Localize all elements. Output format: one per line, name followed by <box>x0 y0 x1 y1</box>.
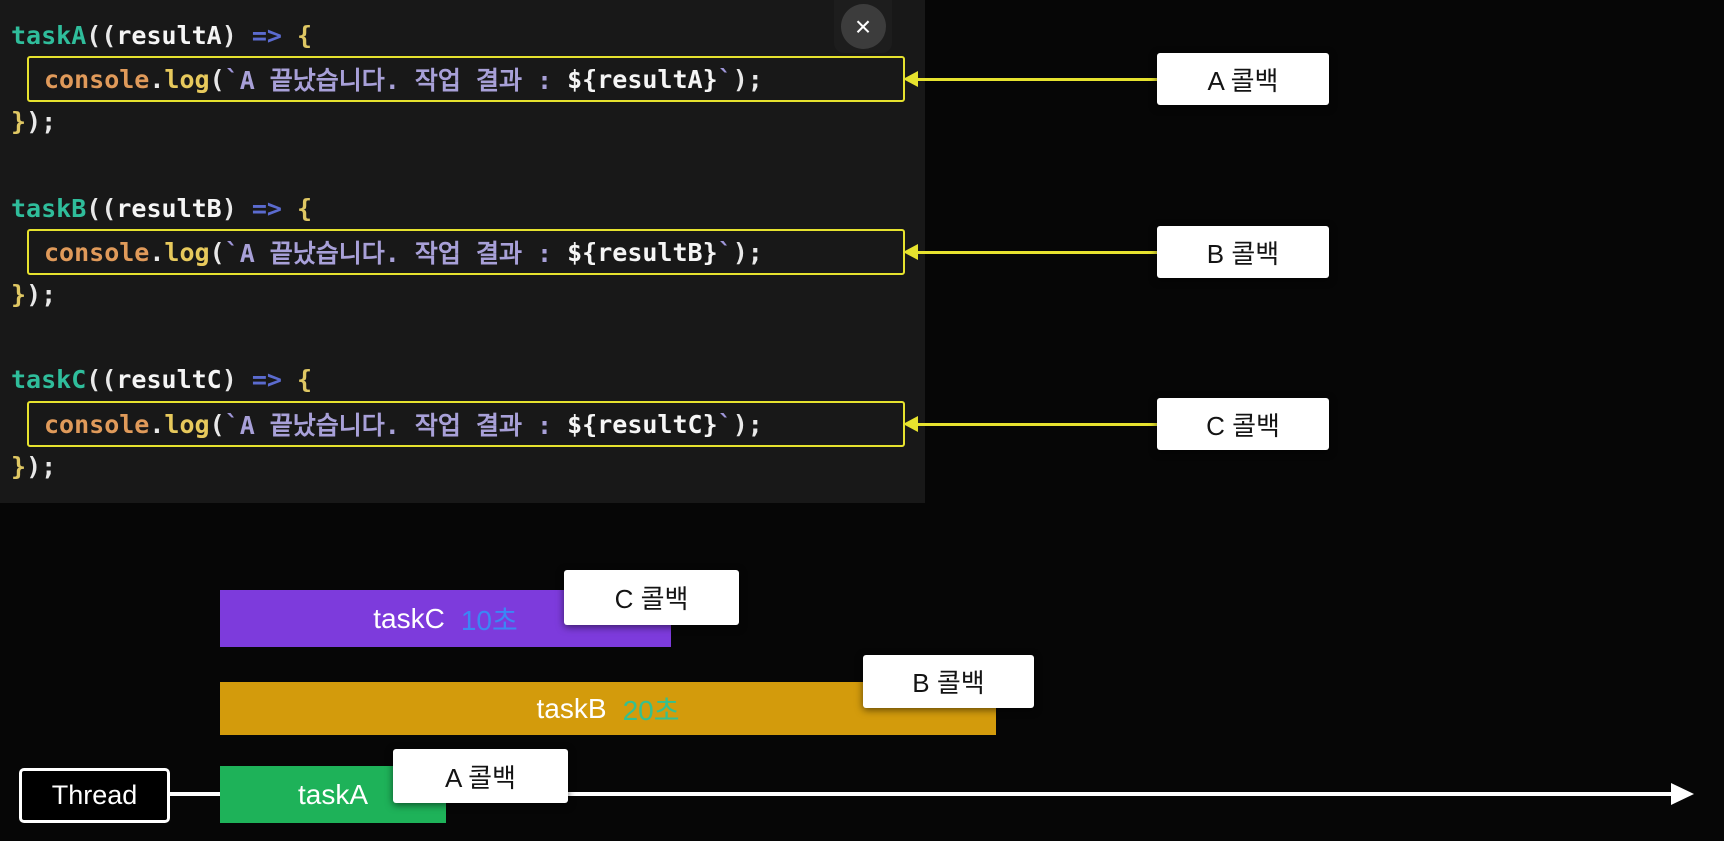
code-token: ` <box>717 237 733 267</box>
bar-duration: 20초 <box>622 694 680 726</box>
timeline-callback-label-a: A 콜백 <box>393 749 568 803</box>
code-token: console <box>44 409 150 439</box>
callback-label-b: B 콜백 <box>1157 226 1329 278</box>
code-token: log <box>164 237 210 267</box>
code-token: ` <box>224 237 240 267</box>
code-token: console <box>44 64 150 94</box>
code-token: ); <box>732 409 763 439</box>
code-token: taskA <box>11 21 87 50</box>
callback-arrowhead-icon <box>903 71 918 87</box>
code-token: . <box>149 237 165 267</box>
timeline-callback-label-b: B 콜백 <box>863 655 1034 708</box>
code-line-close: }); <box>11 278 56 312</box>
code-token: log <box>164 409 210 439</box>
code-token: => <box>251 194 297 223</box>
code-token: ` <box>717 409 733 439</box>
code-token: ( <box>209 64 225 94</box>
console-log-highlight-box: console.log(`A 끝났습니다. 작업 결과 : ${resultC}… <box>27 401 905 447</box>
thread-arrowhead-icon <box>1671 783 1694 805</box>
callback-arrowhead-icon <box>903 416 918 432</box>
callback-label-c: C 콜백 <box>1157 398 1329 450</box>
code-token: ${resultA} <box>567 64 718 94</box>
callback-label-a: A 콜백 <box>1157 53 1329 105</box>
code-token: (( <box>86 365 117 394</box>
thread-label-box: Thread <box>19 768 170 823</box>
timeline-callback-label-c: C 콜백 <box>564 570 739 625</box>
code-token: resultB <box>116 194 222 223</box>
code-token: ` <box>224 409 240 439</box>
bar-duration: 10초 <box>460 604 518 636</box>
callback-arrow-line <box>916 78 1157 81</box>
callback-arrow-line <box>916 251 1157 254</box>
code-line-close: }); <box>11 105 56 139</box>
code-token: . <box>149 409 165 439</box>
code-token: => <box>251 21 297 50</box>
code-token: } <box>11 452 27 481</box>
code-line-task-header: taskA((resultA) => { <box>11 19 312 53</box>
code-token: ( <box>209 237 225 267</box>
code-token: ` <box>224 64 240 94</box>
code-token: ) <box>221 194 252 223</box>
code-token: . <box>149 64 165 94</box>
code-token: ${resultB} <box>567 237 718 267</box>
code-token: ); <box>732 237 763 267</box>
console-log-highlight-box: console.log(`A 끝났습니다. 작업 결과 : ${resultB}… <box>27 229 905 275</box>
code-token: ); <box>26 452 57 481</box>
code-token: ) <box>221 21 252 50</box>
code-line-task-header: taskC((resultC) => { <box>11 363 312 397</box>
code-token: (( <box>86 21 117 50</box>
callback-arrow-line <box>916 423 1157 426</box>
code-token: { <box>297 365 313 394</box>
code-token: ${resultC} <box>567 409 718 439</box>
code-token: { <box>297 21 313 50</box>
code-token: => <box>251 365 297 394</box>
code-token: } <box>11 107 27 136</box>
code-token: resultA <box>116 21 222 50</box>
callback-arrowhead-icon <box>903 244 918 260</box>
code-token: ` <box>717 64 733 94</box>
code-token: console <box>44 237 150 267</box>
code-token: A 끝났습니다. 작업 결과 : <box>239 66 568 95</box>
code-token: log <box>164 64 210 94</box>
bar-task-name: taskB <box>536 692 607 724</box>
code-token: resultC <box>116 365 222 394</box>
code-line-task-header: taskB((resultB) => { <box>11 192 312 226</box>
code-token: ) <box>221 365 252 394</box>
code-token: A 끝났습니다. 작업 결과 : <box>239 239 568 268</box>
close-button[interactable]: × <box>834 0 892 53</box>
code-panel: taskA((resultA) => { console.log(`A 끝났습니… <box>0 0 925 503</box>
code-token: (( <box>86 194 117 223</box>
bar-task-name: taskC <box>373 602 445 634</box>
console-log-highlight-box: console.log(`A 끝났습니다. 작업 결과 : ${resultA}… <box>27 56 905 102</box>
code-token: taskC <box>11 365 87 394</box>
code-token: ); <box>26 107 57 136</box>
task-bar-c: taskC 10초 <box>220 590 671 647</box>
close-icon: × <box>840 4 886 49</box>
thread-arrow-line <box>170 792 1673 796</box>
code-line-close: }); <box>11 450 56 484</box>
code-token: A 끝났습니다. 작업 결과 : <box>239 411 568 440</box>
code-token: { <box>297 194 313 223</box>
code-token: ); <box>26 280 57 309</box>
code-token: } <box>11 280 27 309</box>
code-token: taskB <box>11 194 87 223</box>
bar-task-name: taskA <box>297 778 369 810</box>
code-token: ); <box>732 64 763 94</box>
code-token: ( <box>209 409 225 439</box>
